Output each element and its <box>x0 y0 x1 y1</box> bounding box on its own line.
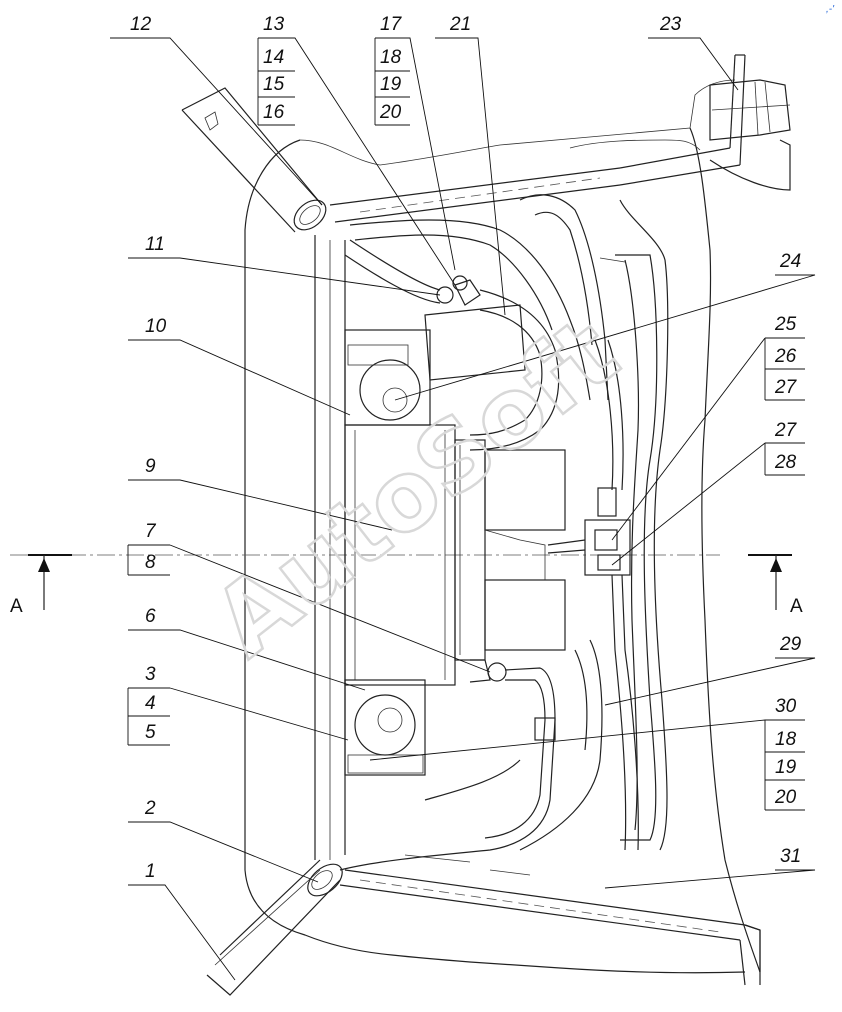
section-label-right: A <box>790 596 803 617</box>
callout-30: 30 <box>775 696 797 717</box>
right-air-channel <box>599 199 669 851</box>
callout-17: 17 <box>380 14 403 35</box>
callout-24: 24 <box>779 251 801 272</box>
watermark-text: AutoSoft <box>193 296 638 678</box>
callout-12: 12 <box>130 14 152 35</box>
upper-hoses <box>344 194 609 451</box>
section-marker-left: A <box>10 554 72 617</box>
callout-26: 26 <box>774 346 797 367</box>
callout-1: 1 <box>145 861 156 882</box>
callout-28: 28 <box>774 452 797 473</box>
callout-11: 11 <box>145 234 165 255</box>
callout-labels: 12 13 14 15 16 17 18 19 20 21 23 11 10 2… <box>130 14 802 882</box>
callout-18-b: 18 <box>775 729 797 750</box>
control-unit-21 <box>424 304 526 381</box>
callout-8: 8 <box>145 552 156 573</box>
leader-lines <box>110 37 816 981</box>
vertical-pipe <box>547 339 639 851</box>
corner-mark: ,-' <box>826 4 835 15</box>
callout-25: 25 <box>774 314 797 335</box>
callout-13: 13 <box>263 14 285 35</box>
callout-10: 10 <box>145 316 167 337</box>
callout-14: 14 <box>263 47 284 68</box>
callout-23: 23 <box>659 14 682 35</box>
callout-15: 15 <box>263 74 285 95</box>
heater-housing <box>344 329 566 686</box>
lower-fan-6 <box>344 679 426 776</box>
reservoir-23 <box>709 79 791 141</box>
lower-air-duct <box>206 854 761 996</box>
callout-20-b: 20 <box>774 787 797 808</box>
lower-hoses <box>339 639 603 871</box>
callout-27-b: 27 <box>774 420 798 441</box>
upper-air-duct <box>181 54 746 233</box>
callout-5: 5 <box>145 722 156 743</box>
callout-9: 9 <box>145 456 156 477</box>
callout-19: 19 <box>380 74 402 95</box>
callout-6: 6 <box>145 606 156 627</box>
section-label-left: A <box>10 596 23 617</box>
callout-3: 3 <box>145 664 156 685</box>
section-marker-right: A <box>748 554 803 617</box>
callout-20: 20 <box>379 102 402 123</box>
callout-29: 29 <box>779 634 802 655</box>
callout-27-a: 27 <box>774 377 798 398</box>
callout-21: 21 <box>449 14 471 35</box>
callout-16: 16 <box>263 102 285 123</box>
callout-7: 7 <box>145 521 157 542</box>
callout-2: 2 <box>144 798 156 819</box>
callout-31: 31 <box>780 846 801 867</box>
callout-18: 18 <box>380 47 402 68</box>
callout-19-b: 19 <box>775 757 797 778</box>
callout-4: 4 <box>145 693 156 714</box>
